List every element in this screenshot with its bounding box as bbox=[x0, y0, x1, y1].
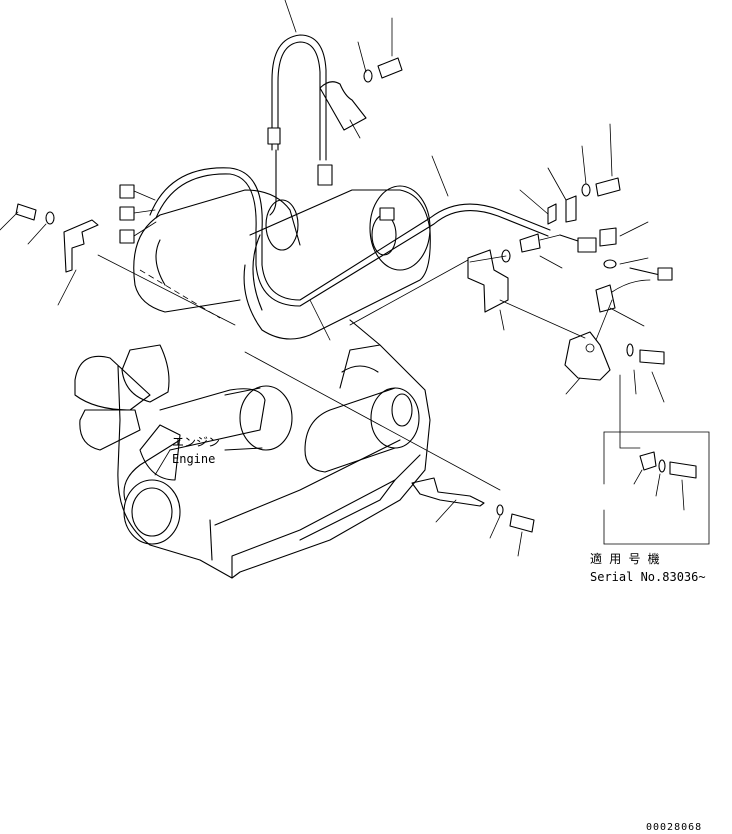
wiring-harness bbox=[149, 34, 661, 307]
bracket-mid bbox=[467, 249, 509, 313]
assembly-guide-lines bbox=[97, 234, 613, 491]
air-cleaner bbox=[243, 185, 431, 340]
connector-group-left bbox=[119, 184, 157, 244]
sensor-relay bbox=[595, 279, 651, 313]
serial-label-jp: 適 用 号 機 bbox=[590, 551, 660, 566]
bracket-right-mount bbox=[564, 331, 611, 381]
connector-right bbox=[577, 237, 673, 281]
connector-top bbox=[267, 127, 395, 221]
leader-lines bbox=[0, 0, 665, 557]
bracket-bottom bbox=[411, 477, 485, 507]
fan bbox=[74, 344, 293, 545]
bolt-set bbox=[15, 57, 665, 533]
bracket-right-clip bbox=[547, 195, 577, 225]
bracket-left bbox=[63, 219, 99, 273]
engine-label-jp: エンジン bbox=[172, 435, 220, 449]
left-cylinder bbox=[133, 189, 301, 313]
engine-block bbox=[117, 319, 431, 579]
serial-variant-inset bbox=[603, 374, 710, 545]
engine-label-en: Engine bbox=[172, 452, 215, 466]
drawing-number: 00028068 bbox=[646, 822, 702, 833]
bracket-top-clamp bbox=[319, 81, 367, 131]
serial-label-en: Serial No.83036~ bbox=[590, 570, 706, 584]
